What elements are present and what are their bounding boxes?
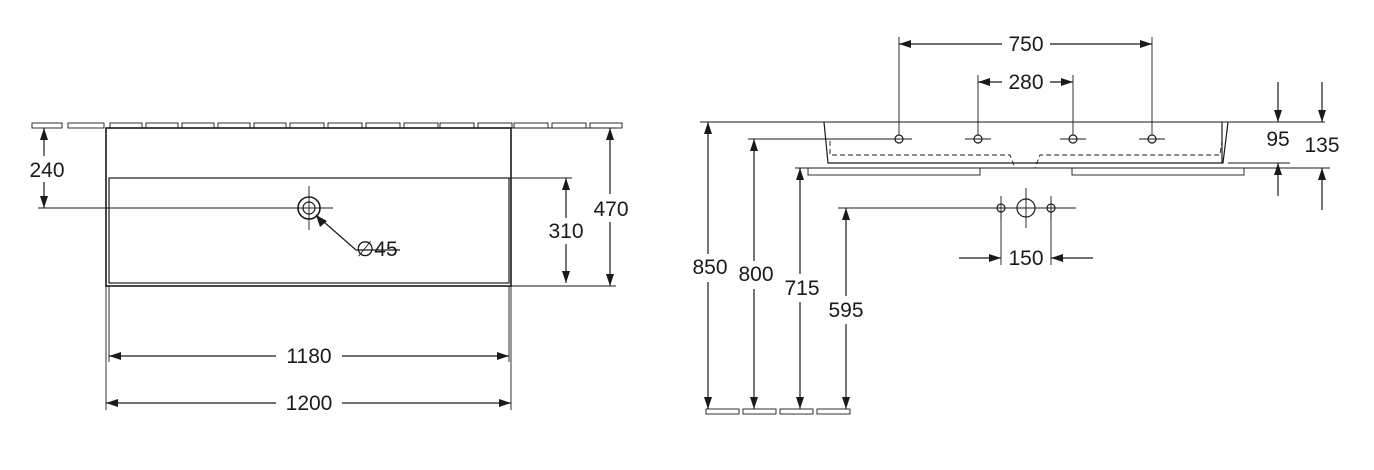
- tap-holes: [886, 134, 1165, 144]
- label-595: 595: [828, 299, 863, 322]
- dim-750: 750: [898, 31, 1153, 135]
- label-1200: 1200: [286, 392, 333, 415]
- label-470: 470: [593, 198, 628, 221]
- floor-strip: [705, 408, 851, 415]
- dim-95: 95: [1228, 82, 1298, 196]
- label-diameter: ∅45: [356, 238, 398, 261]
- label-135: 135: [1304, 134, 1339, 157]
- tap-hole-1: [886, 134, 912, 144]
- label-240: 240: [29, 159, 64, 182]
- dim-470: 470: [511, 127, 634, 287]
- label-310: 310: [548, 220, 583, 243]
- label-280: 280: [1008, 71, 1043, 94]
- tap-hole-4: [1139, 134, 1165, 144]
- dim-850: 850: [688, 122, 732, 409]
- tap-hole-3: [1060, 134, 1086, 144]
- dim-595: 595: [825, 207, 1076, 409]
- label-715: 715: [784, 277, 819, 300]
- label-800: 800: [738, 263, 773, 286]
- dim-280: 280: [977, 69, 1074, 135]
- dim-diameter: ∅45: [315, 214, 400, 261]
- dim-240: 240: [24, 128, 298, 209]
- basin-elevation: [700, 121, 1330, 176]
- side-view: 750 280 95 135: [688, 31, 1344, 415]
- label-150: 150: [1008, 247, 1043, 270]
- top-view: 240 470 310 ∅45: [24, 122, 634, 416]
- label-850: 850: [692, 256, 727, 279]
- tap-hole-2: [965, 134, 991, 144]
- dim-1180: 1180: [108, 286, 510, 369]
- basin-bowl-top: [108, 177, 510, 284]
- dim-310: 310: [509, 177, 589, 283]
- dim-135: 135: [1300, 82, 1344, 210]
- label-1180: 1180: [286, 345, 331, 368]
- dim-1200: 1200: [105, 286, 512, 416]
- basin-outline-top: [105, 127, 512, 287]
- label-750: 750: [1008, 33, 1043, 56]
- label-95: 95: [1266, 128, 1289, 151]
- dim-800: 800: [734, 138, 886, 409]
- dim-150: 150: [959, 212, 1093, 270]
- dim-715: 715: [780, 168, 824, 409]
